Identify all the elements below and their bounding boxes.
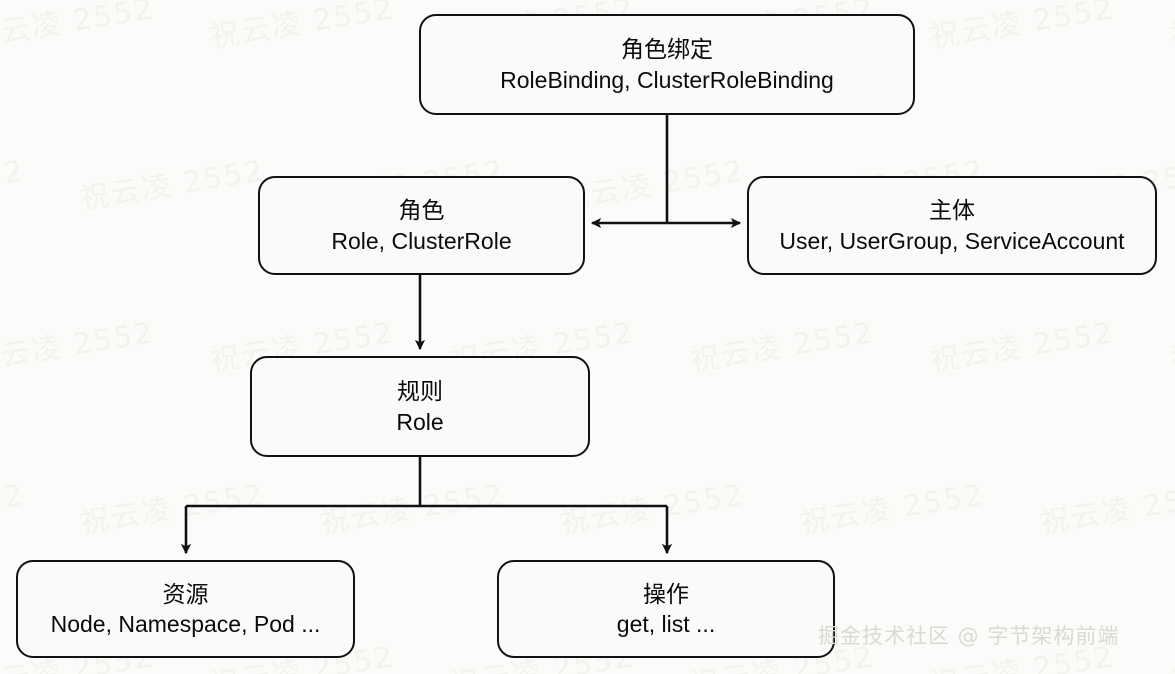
- node-title: 角色: [398, 197, 445, 224]
- node-title: 操作: [643, 580, 689, 607]
- node-role[interactable]: 角色 Role, ClusterRole: [258, 176, 585, 275]
- node-title: 主体: [929, 197, 975, 224]
- node-rule[interactable]: 规则 Role: [250, 356, 590, 457]
- node-subtitle: Role, ClusterRole: [331, 227, 512, 254]
- node-subtitle: RoleBinding, ClusterRoleBinding: [500, 66, 834, 93]
- node-title: 角色绑定: [621, 36, 713, 63]
- node-subtitle: Role: [396, 408, 444, 435]
- edge-rolebinding-to-role-and-subject: [590, 115, 742, 229]
- node-subject[interactable]: 主体 User, UserGroup, ServiceAccount: [747, 176, 1157, 275]
- node-verb[interactable]: 操作 get, list ...: [497, 560, 835, 658]
- node-resource[interactable]: 资源 Node, Namespace, Pod ...: [16, 560, 355, 658]
- credit-watermark: 掘金技术社区 @ 字节架构前端: [818, 624, 1120, 648]
- node-subtitle: User, UserGroup, ServiceAccount: [779, 227, 1125, 254]
- node-role-binding[interactable]: 角色绑定 RoleBinding, ClusterRoleBinding: [419, 14, 915, 115]
- node-subtitle: get, list ...: [616, 611, 716, 637]
- edge-rule-to-resource-and-verb: [180, 457, 673, 555]
- node-subtitle: Node, Namespace, Pod ...: [50, 611, 321, 637]
- node-title: 资源: [162, 580, 209, 607]
- node-title: 规则: [397, 378, 443, 405]
